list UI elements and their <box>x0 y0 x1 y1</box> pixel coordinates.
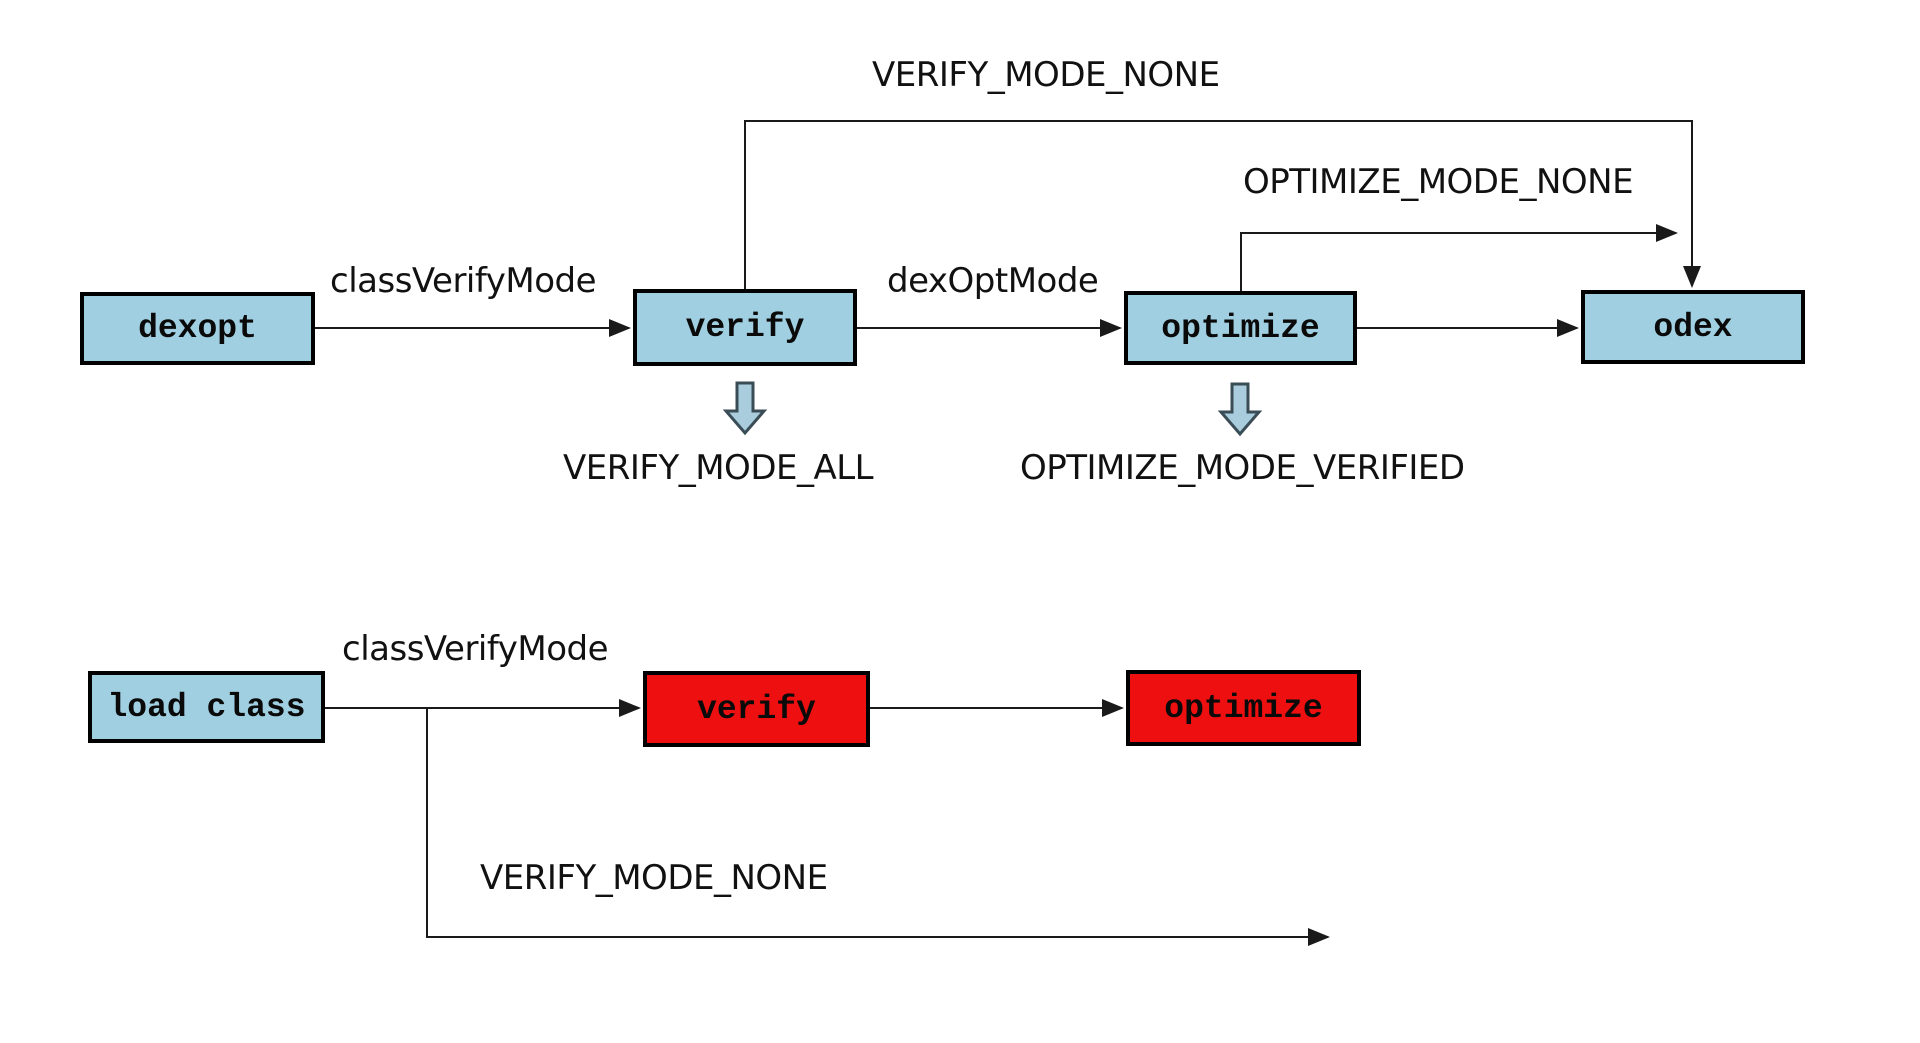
label-class-verify-mode-runtime: classVerifyMode <box>342 629 609 669</box>
node-odex: odex <box>1581 290 1805 364</box>
edge-verify-mode-none-skip <box>426 708 1330 946</box>
block-arrow-down-optimize-icon <box>1217 382 1263 437</box>
label-optimize-mode-none: OPTIMIZE_MODE_NONE <box>1243 162 1634 202</box>
edge-verify-mode-none-bypass <box>744 120 1701 289</box>
label-dex-opt-mode: dexOptMode <box>887 261 1099 301</box>
label-verify-mode-none: VERIFY_MODE_NONE <box>872 55 1220 95</box>
node-verify-runtime: verify <box>643 671 870 747</box>
node-optimize-runtime: optimize <box>1126 670 1361 746</box>
label-class-verify-mode: classVerifyMode <box>330 261 597 301</box>
label-verify-mode-all: VERIFY_MODE_ALL <box>563 448 874 488</box>
edge-optimize-mode-none-bypass <box>1240 224 1678 291</box>
node-optimize: optimize <box>1124 291 1357 365</box>
label-verify-mode-none-skip: VERIFY_MODE_NONE <box>480 858 828 898</box>
node-verify: verify <box>633 289 857 366</box>
node-load-class: load class <box>88 671 325 743</box>
label-optimize-mode-verified: OPTIMIZE_MODE_VERIFIED <box>1020 448 1465 488</box>
block-arrow-down-verify-icon <box>722 381 768 436</box>
node-dexopt: dexopt <box>80 292 315 365</box>
